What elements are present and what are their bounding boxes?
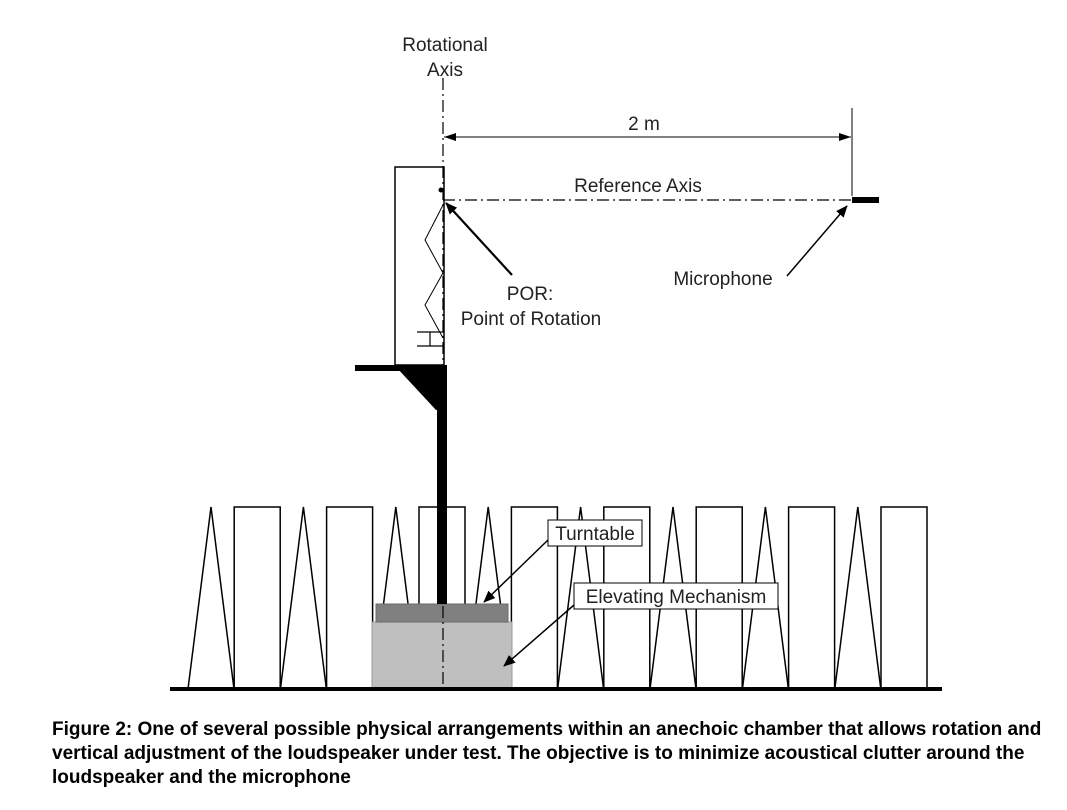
turntable-block [375,603,509,623]
rotational-axis-label-line2: Axis [427,60,463,81]
loudspeaker-enclosure [394,166,445,366]
acoustic-wedge-triangle [279,506,328,690]
turntable-label: Turntable [555,524,635,545]
acoustic-wedge-triangle [187,506,235,690]
distance-label: 2 m [628,114,660,135]
microphone [852,197,879,203]
reference-axis-label: Reference Axis [574,176,702,197]
por-label-line2: Point of Rotation [461,309,601,330]
tweeter-dot [438,187,444,193]
elevating-mechanism-block [371,621,513,689]
elevating-mechanism-arrow [503,604,575,667]
turntable-arrow [483,539,549,603]
distance-arrow-left [444,133,456,141]
woofer-driver [424,204,444,339]
anechoic-chamber-diagram: Rotational Axis 2 m Reference Axis Micro… [170,35,942,691]
acoustic-wedge-block [880,506,928,690]
por-label-line1: POR: [507,284,553,305]
microphone-label: Microphone [673,269,772,290]
turntable-label-bg [547,519,643,547]
rotational-axis-label-line1: Rotational [402,35,488,56]
distance-arrow-right [839,133,851,141]
elevating-mechanism-label-bg [573,582,779,610]
acoustic-wedge-block [325,506,374,690]
elevating-mechanism-label: Elevating Mechanism [586,587,767,608]
por-arrow [445,202,513,276]
port-lines [417,331,444,347]
acoustic-wedge-block [233,506,281,690]
support-pole [437,368,447,604]
microphone-arrow [786,205,848,277]
loudspeaker-platform [355,365,447,371]
acoustic-wedge-block [787,506,836,690]
acoustic-wedge-triangle [833,506,882,690]
figure-caption: Figure 2: One of several possible physic… [52,719,1042,788]
support-bracket [397,368,447,410]
